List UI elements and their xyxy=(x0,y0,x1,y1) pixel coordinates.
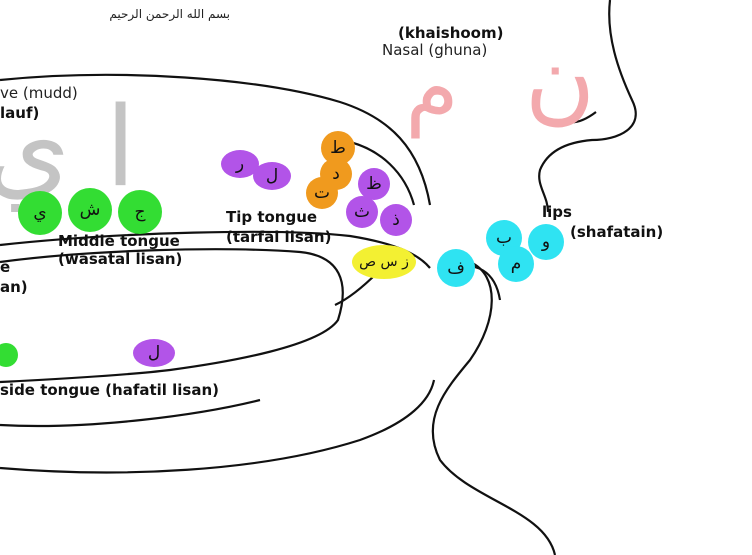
tip-tongue-label: Tip tongue xyxy=(226,208,317,226)
letter-waw: و xyxy=(541,232,550,252)
orange-dot xyxy=(306,177,338,209)
nostril xyxy=(567,111,597,124)
nasal-big-letters: م ن xyxy=(405,23,595,139)
letter-dhal: ذ xyxy=(392,210,400,230)
purple-dot xyxy=(133,339,175,367)
jaw-line xyxy=(431,260,557,555)
left-e-label: e xyxy=(0,258,10,276)
purple-dot xyxy=(358,168,390,200)
tip-orange-letters: ط د ت xyxy=(306,131,355,209)
side-tongue-letters: ل xyxy=(0,339,175,367)
big-mudd-letters: ا ي xyxy=(0,83,136,212)
face-profile xyxy=(538,0,637,213)
wasatal-lisan-label: (wasatal lisan) xyxy=(58,250,182,268)
cyan-dot xyxy=(498,246,534,282)
cyan-dot xyxy=(437,249,475,287)
letter-tha: ث xyxy=(354,202,370,222)
orange-dot xyxy=(321,131,355,165)
tongue-body xyxy=(0,248,344,384)
letter-sheen: ش xyxy=(80,200,101,220)
letter-dha: ظ xyxy=(366,174,382,194)
mouth-floor xyxy=(0,379,436,474)
letters-zay-seen-sad: ز س ص xyxy=(359,254,409,270)
letter-lam-side: ل xyxy=(148,343,160,363)
left-an-label: an) xyxy=(0,278,28,296)
green-dot xyxy=(118,190,162,234)
green-dot xyxy=(68,188,112,232)
lips-label: lips xyxy=(542,203,572,221)
letter-dal: د xyxy=(332,164,340,184)
tarfal-lisan-label: (tarfal lisan) xyxy=(226,228,331,246)
nasal-cavity-line xyxy=(349,140,416,206)
tip-purple-right-letters: ظ ث ذ xyxy=(346,168,412,236)
mudd-label: ve (mudd) xyxy=(0,84,78,102)
green-dot xyxy=(18,191,62,235)
head-outline xyxy=(0,0,637,555)
basmala-text: بسم الله الرحمن الرحيم xyxy=(109,7,230,22)
letter-ya: ي xyxy=(33,203,46,223)
letter-lam: ل xyxy=(266,166,278,186)
shafatain-label: (shafatain) xyxy=(570,223,663,241)
tip-purple-left-letters: ر ل xyxy=(221,150,291,190)
purple-dot xyxy=(253,162,291,190)
letter-ba: ب xyxy=(496,228,512,248)
green-dot-edge xyxy=(0,343,18,367)
letter-ra: ر xyxy=(235,154,244,174)
jawf-label: lauf) xyxy=(0,104,39,122)
letter-jeem: ج xyxy=(135,202,146,222)
lips-letters: ب و م ف xyxy=(437,220,564,287)
big-meem: م xyxy=(405,39,458,139)
middle-tongue-label: Middle tongue xyxy=(58,232,180,250)
khaishoom-label: (khaishoom) xyxy=(398,24,503,42)
purple-dot xyxy=(221,150,259,178)
palate-line xyxy=(0,73,432,206)
purple-dot xyxy=(380,204,412,236)
letter-fa: ف xyxy=(447,258,465,278)
letter-meem: م xyxy=(511,254,522,274)
purple-dot xyxy=(346,196,378,228)
nasal-label: Nasal (ghuna) xyxy=(382,41,487,59)
letter-taa: ت xyxy=(314,183,330,203)
underside-line xyxy=(0,398,261,428)
big-noon: ن xyxy=(525,23,596,135)
sibilant-letters: ز س ص xyxy=(352,245,416,279)
yellow-dot xyxy=(352,245,416,279)
middle-tongue-letters: ي ش ج xyxy=(18,188,162,235)
letter-taa-heavy: ط xyxy=(330,138,346,158)
cyan-dot xyxy=(528,224,564,260)
side-tongue-label: side tongue (hafatil lisan) xyxy=(0,381,219,399)
